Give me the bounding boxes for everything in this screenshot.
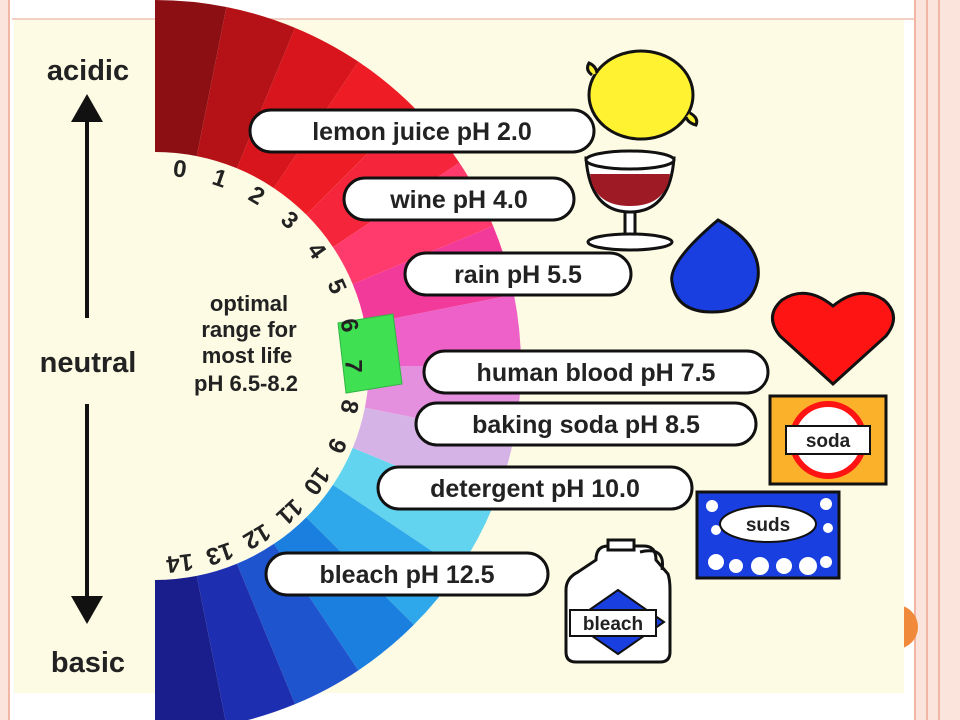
neutral-label: neutral bbox=[40, 347, 137, 379]
substance-pill-blood: human blood pH 7.5 bbox=[422, 349, 770, 395]
ph-color-band bbox=[196, 563, 296, 720]
pill-label-wine: wine pH 4.0 bbox=[389, 186, 528, 214]
pill-label-bleach: bleach pH 12.5 bbox=[319, 561, 494, 589]
slide-border-left bbox=[0, 0, 10, 720]
suds-box-text: suds bbox=[746, 515, 790, 536]
ph-number-label: 8 bbox=[334, 397, 363, 416]
heart-icon bbox=[771, 291, 895, 387]
optimal-note-line-4: pH 6.5-8.2 bbox=[194, 371, 298, 396]
substance-pill-lemon: lemon juice pH 2.0 bbox=[248, 108, 596, 154]
pill-label-rain: rain pH 5.5 bbox=[454, 261, 582, 289]
ph-color-band bbox=[364, 294, 521, 366]
acidic-label: acidic bbox=[47, 55, 129, 87]
wine-glass-icon bbox=[584, 149, 676, 252]
ph-color-band bbox=[196, 7, 296, 169]
ph-number-label: 3 bbox=[275, 206, 303, 235]
slide-border-right bbox=[914, 0, 960, 720]
acidic-basic-arrow bbox=[71, 94, 103, 624]
ph-number-label: 6 bbox=[334, 316, 363, 335]
lemon-icon bbox=[586, 49, 699, 141]
pill-label-detergent: detergent pH 10.0 bbox=[430, 475, 640, 503]
basic-label: basic bbox=[51, 647, 125, 679]
ph-number-label: 2 bbox=[244, 181, 269, 211]
bleach-jug-icon: bleach bbox=[564, 538, 672, 664]
optimal-note-line-1: optimal bbox=[210, 291, 288, 316]
ph-number-label: 5 bbox=[321, 275, 351, 298]
soda-box-text: soda bbox=[806, 431, 851, 452]
ph-number-label: 0 bbox=[172, 155, 189, 183]
ph-number-label: 13 bbox=[203, 536, 237, 570]
top-rule bbox=[12, 18, 914, 20]
ph-number-label: 1 bbox=[209, 164, 230, 194]
optimal-range-note: optimal range for most life pH 6.5-8.2 bbox=[194, 291, 298, 396]
ph-number-label: 7 bbox=[340, 359, 367, 372]
optimal-note-line-2: range for bbox=[201, 317, 297, 342]
substance-pill-bleach: bleach pH 12.5 bbox=[264, 551, 550, 597]
pill-label-lemon: lemon juice pH 2.0 bbox=[312, 118, 532, 146]
pill-label-baking-soda: baking soda pH 8.5 bbox=[472, 411, 700, 439]
raindrop-icon bbox=[670, 218, 760, 314]
bleach-jug-text: bleach bbox=[583, 614, 643, 635]
substance-pill-wine: wine pH 4.0 bbox=[342, 176, 576, 222]
ph-number-label: 4 bbox=[301, 238, 331, 265]
optimal-note-line-3: most life bbox=[202, 343, 292, 368]
soda-box-icon: soda bbox=[768, 394, 888, 486]
substance-pill-detergent: detergent pH 10.0 bbox=[376, 465, 694, 511]
suds-box-icon: suds bbox=[695, 490, 841, 580]
substance-pill-rain: rain pH 5.5 bbox=[403, 251, 633, 297]
pill-label-blood: human blood pH 7.5 bbox=[477, 359, 716, 387]
ph-color-band bbox=[155, 0, 227, 157]
optimal-range-highlight bbox=[337, 313, 403, 394]
substance-pill-baking-soda: baking soda pH 8.5 bbox=[414, 401, 758, 447]
ph-color-band bbox=[155, 575, 226, 720]
ph-number-label: 14 bbox=[164, 548, 195, 578]
ph-number-label: 9 bbox=[321, 434, 351, 457]
